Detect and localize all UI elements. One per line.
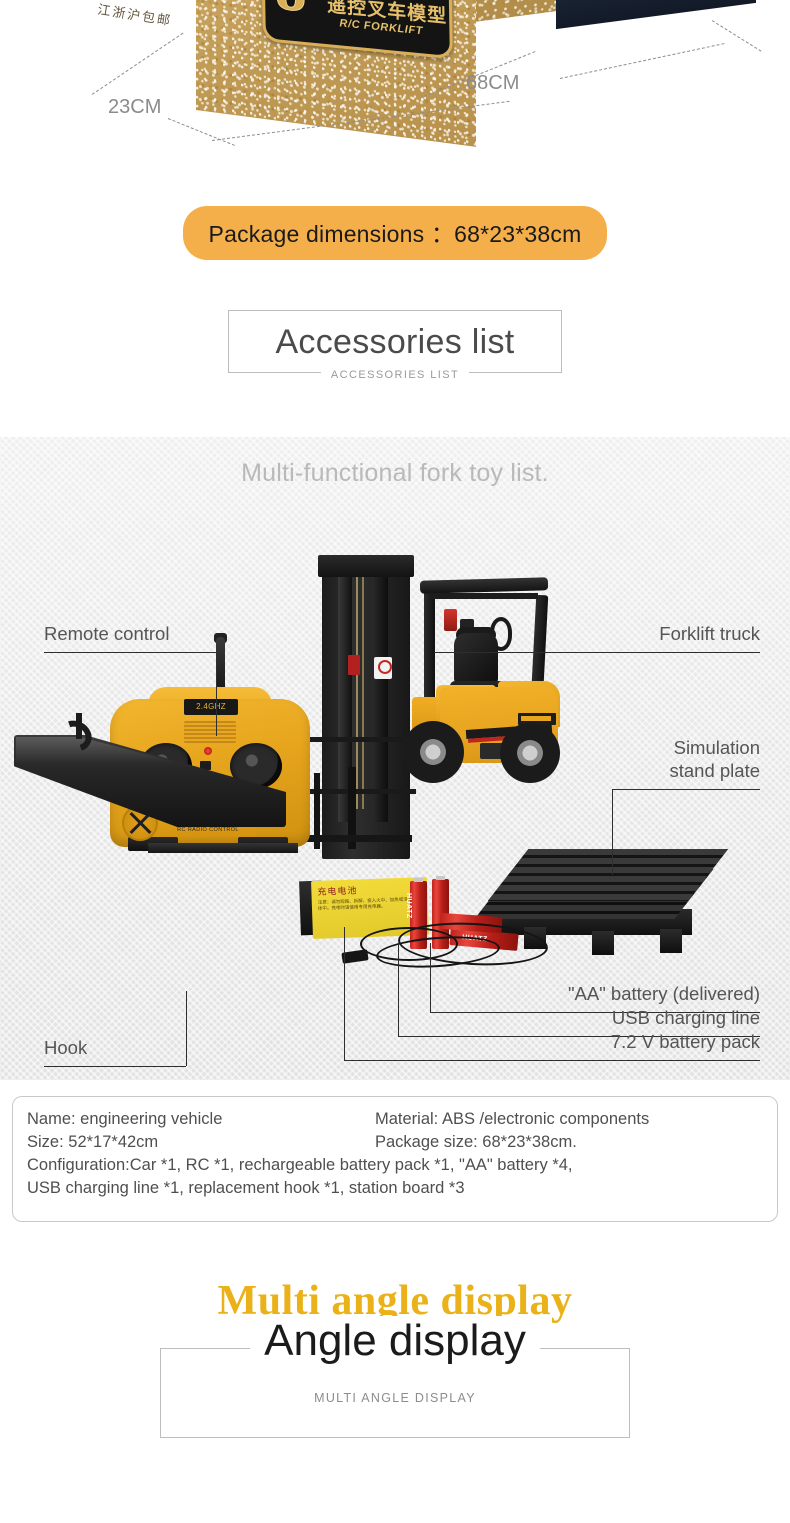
remote-power-led <box>204 747 212 755</box>
callout-battery-pack-underline <box>344 1060 760 1061</box>
aa-battery-1-cap <box>414 878 423 882</box>
package-dimensions-pill: Package dimensions ：68*23*38cm <box>182 206 608 260</box>
dim-leader-depth-upper <box>91 32 184 95</box>
callout-hook-label: Hook <box>44 1037 88 1058</box>
dim-leader-right-edge <box>711 20 762 52</box>
forklift-taillight <box>444 609 457 631</box>
forklift-mast-chain-left <box>356 569 358 809</box>
forklift-wheel-rear-hub <box>420 739 446 765</box>
forklift-mast-chain-right <box>362 569 364 809</box>
forklift-fork-right <box>348 767 356 849</box>
spec-row-size-package: Size: 52*17*42cm Package size: 68*23*38c… <box>27 1131 763 1154</box>
forklift-wheel-front-hub <box>517 740 543 766</box>
forklift-mast-rail-right <box>372 567 388 822</box>
accessories-photo-section: Multi-functional fork toy list. 2.4GHZ <box>0 437 790 1080</box>
forklift-warning-sign-icon <box>374 657 392 679</box>
usb-charging-cable-loop-1 <box>360 927 458 961</box>
forklift-seat-back <box>454 633 498 683</box>
callout-usb-line-leader <box>398 943 399 1036</box>
aa-battery-2-cap <box>436 876 445 880</box>
callout-stand-plate-label-line2: stand plate <box>669 760 760 781</box>
multi-angle-heading-box: Angle display MULTI ANGLE DISPLAY <box>160 1316 630 1438</box>
forklift-mast-crossbar-lower <box>306 789 416 794</box>
remote-frequency-text: 2.4GHZ <box>196 702 226 711</box>
spec-size: Size: 52*17*42cm <box>27 1133 159 1151</box>
remote-brand-sublabel: RC RADIO CONTROL <box>177 827 239 833</box>
accessories-title: Accessories list <box>275 323 515 361</box>
remote-frequency-badge: 2.4GHZ <box>184 699 238 715</box>
remote-stand-base <box>148 843 298 853</box>
specifications-box: Name: engineering vehicle Material: ABS … <box>12 1096 778 1222</box>
station-board-foot-1 <box>524 927 546 949</box>
callout-remote-control-underline <box>44 652 216 653</box>
spec-configuration-line1: Configuration:Car *1, RC *1, rechargeabl… <box>27 1156 573 1174</box>
aa-battery-1-brand: HUATZ <box>405 893 412 919</box>
station-board-upper-deck <box>487 849 729 901</box>
callout-aa-battery-label: "AA" battery (delivered) <box>567 983 760 1004</box>
callout-stand-plate-label-line1: Simulation <box>673 737 760 758</box>
dimension-label-width: 68CM <box>466 72 520 94</box>
photo-section-title: Multi-functional fork toy list. <box>241 459 549 487</box>
forklift-roll-cage-rear-post <box>424 583 435 773</box>
multi-angle-title: Angle display <box>250 1316 540 1366</box>
callout-battery-pack-leader <box>344 927 345 1060</box>
multi-angle-heading: Angle display MULTI ANGLE DISPLAY <box>0 1316 790 1443</box>
accessories-heading-box: Accessories list ACCESSORIES LIST <box>228 310 562 381</box>
spec-package-size: Package size: 68*23*38cm. <box>375 1133 577 1151</box>
callout-aa-battery-underline <box>430 1012 760 1013</box>
callout-battery-pack-label: 7.2 V battery pack <box>610 1031 760 1052</box>
station-board-foot-2 <box>592 931 614 955</box>
spec-name: Name: engineering vehicle <box>27 1110 223 1128</box>
forklift-mast-cap <box>318 555 414 577</box>
remote-antenna <box>216 637 225 693</box>
callout-usb-line-underline <box>398 1036 760 1037</box>
forklift-fork-base <box>300 835 412 842</box>
forklift-fork-left <box>314 773 320 849</box>
replacement-hook-stem <box>76 713 82 739</box>
forklift-body-logo <box>518 713 556 725</box>
callout-stand-plate-underline <box>612 789 760 790</box>
callout-forklift-truck-label: Forklift truck <box>659 623 760 644</box>
callout-usb-line-label: USB charging line <box>611 1007 760 1028</box>
spec-row-name-material: Name: engineering vehicle Material: ABS … <box>27 1108 763 1131</box>
carton-dark-band <box>556 0 756 30</box>
forklift-mast-crossbar-upper <box>306 737 416 742</box>
forklift-roll-cage-roof-inner <box>430 593 538 599</box>
package-box-photo: DIE-CAST MODEL 江浙沪包邮 8 通道 遥控叉车模型 R/C FOR… <box>0 0 790 175</box>
accessories-subtitle: ACCESSORIES LIST <box>320 369 470 381</box>
forklift-mast <box>322 559 410 859</box>
callout-hook-leader <box>186 991 187 1066</box>
callout-remote-control-label: Remote control <box>44 623 170 644</box>
dim-leader-width-upper-right <box>559 43 725 79</box>
spec-configuration-line2: USB charging line *1, replacement hook *… <box>27 1179 465 1197</box>
forklift-roll-cage-roof <box>419 577 549 594</box>
dimension-label-depth: 23CM <box>108 96 162 118</box>
accessories-heading: Accessories list ACCESSORIES LIST <box>0 310 790 381</box>
forklift-mast-rail-left <box>338 567 352 822</box>
forklift-mast-marker <box>348 655 360 675</box>
badge-number: 8 <box>274 0 307 26</box>
callout-aa-battery-leader <box>430 943 431 1012</box>
station-board-foot-3 <box>660 929 682 953</box>
callout-forklift-truck-underline <box>434 652 760 653</box>
spec-material: Material: ABS /electronic components <box>375 1110 650 1128</box>
forklift-wheel-rear <box>402 721 464 783</box>
callout-hook-underline <box>44 1066 186 1067</box>
package-dimensions-banner: Package dimensions ：68*23*38cm <box>0 206 790 260</box>
forklift-wheel-front <box>500 723 560 783</box>
battery-pack-cn-label: 充电电池 <box>317 886 358 898</box>
remote-speaker-grill <box>184 721 236 743</box>
multi-angle-subtitle: MULTI ANGLE DISPLAY <box>314 1391 476 1405</box>
callout-stand-plate-leader <box>612 789 613 875</box>
dim-leader-depth-lower <box>167 118 235 146</box>
callout-remote-control-leader <box>216 652 217 736</box>
remote-power-switch <box>200 761 211 770</box>
usb-charging-cable-plug <box>341 949 369 964</box>
